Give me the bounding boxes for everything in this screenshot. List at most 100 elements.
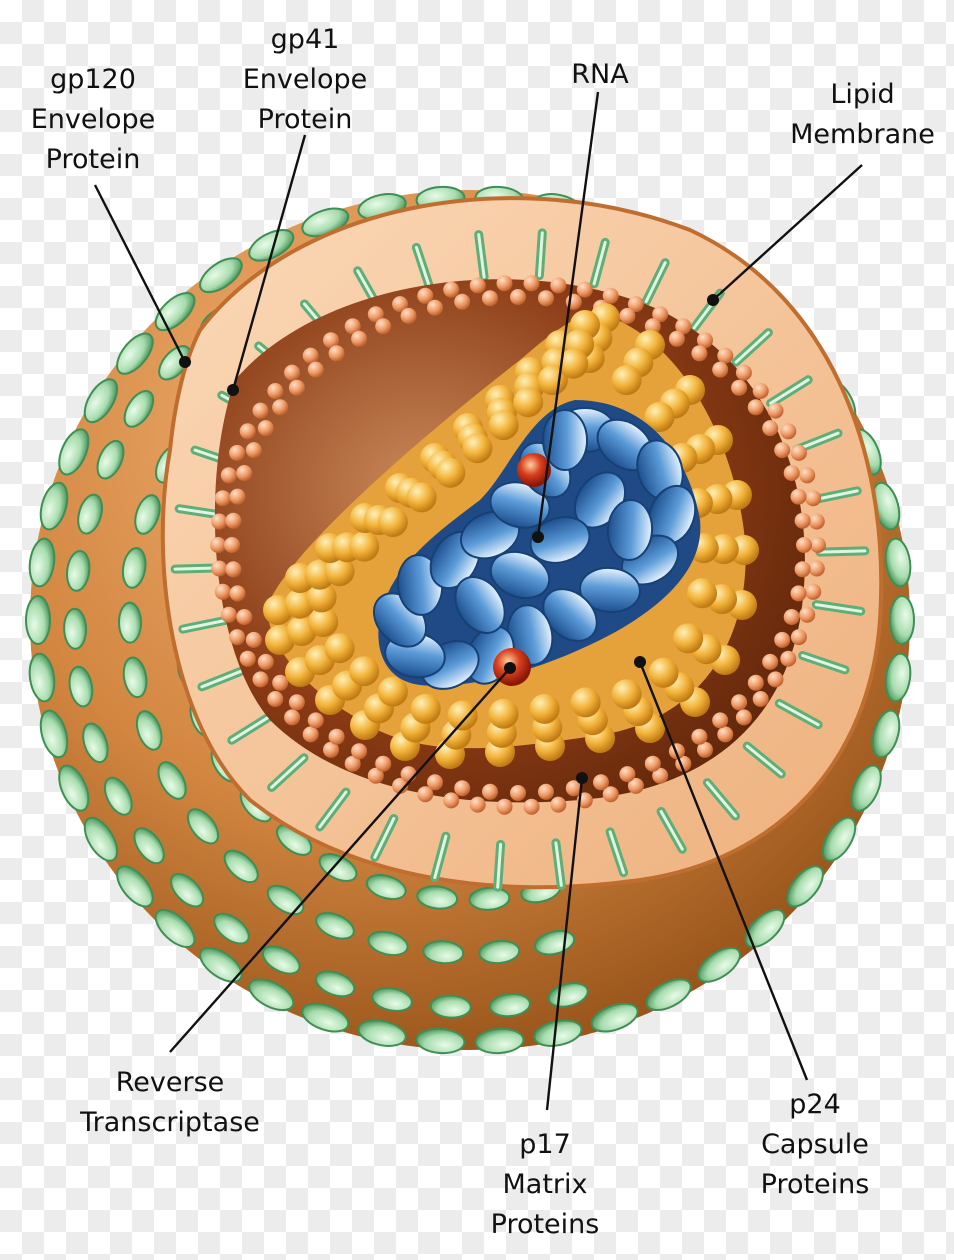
capsid-bead <box>687 578 717 608</box>
matrix-bead <box>224 537 240 553</box>
matrix-bead <box>303 726 319 742</box>
matrix-bead <box>246 442 262 458</box>
capsid-bead <box>411 694 441 724</box>
label-lipid-line2: Membrane <box>775 115 950 155</box>
matrix-bead <box>791 489 807 505</box>
matrix-bead <box>351 331 367 347</box>
label-p17-line2: Matrix <box>475 1165 615 1205</box>
matrix-bead <box>791 585 807 601</box>
matrix-bead <box>401 766 417 782</box>
label-p17-matrix: p17 Matrix Proteins <box>475 1125 615 1245</box>
label-p24-line1: p24 <box>740 1085 890 1125</box>
matrix-bead <box>427 774 443 790</box>
gp120-knob <box>26 596 50 644</box>
label-gp41-line2: Envelope <box>230 60 380 100</box>
matrix-bead <box>795 513 811 529</box>
capsid-bead <box>462 433 492 463</box>
matrix-bead <box>593 774 609 790</box>
matrix-bead <box>795 561 811 577</box>
matrix-bead <box>229 445 245 461</box>
matrix-bead <box>427 300 443 316</box>
matrix-bead <box>443 282 459 298</box>
matrix-bead <box>550 277 566 293</box>
capsid-bead <box>612 365 642 395</box>
label-lipid-membrane: Lipid Membrane <box>775 75 950 155</box>
gp120-knob <box>890 596 914 644</box>
capsid-bead <box>513 387 543 417</box>
matrix-bead <box>736 709 752 725</box>
matrix-bead <box>780 423 796 439</box>
matrix-bead <box>791 445 807 461</box>
matrix-bead <box>454 294 470 310</box>
leader-dot-rna <box>532 531 544 543</box>
matrix-bead <box>510 785 526 801</box>
matrix-bead <box>619 308 635 324</box>
matrix-bead <box>225 561 241 577</box>
matrix-bead <box>289 694 305 710</box>
matrix-bead <box>246 632 262 648</box>
matrix-bead <box>284 709 300 725</box>
gp41-stem-highlight <box>820 551 865 552</box>
matrix-bead <box>253 671 269 687</box>
matrix-bead <box>691 345 707 361</box>
label-lipid-line1: Lipid <box>775 75 950 115</box>
capsid-bead <box>649 658 679 688</box>
capsid-bead <box>530 694 560 724</box>
matrix-bead <box>717 726 733 742</box>
matrix-bead <box>215 490 231 506</box>
matrix-bead <box>375 756 391 772</box>
matrix-bead <box>303 348 319 364</box>
matrix-bead <box>470 277 486 293</box>
capsid-bead <box>378 507 408 537</box>
matrix-bead <box>774 442 790 458</box>
label-gp120-line2: Envelope <box>18 100 168 140</box>
matrix-bead <box>768 403 784 419</box>
label-rna-line1: RNA <box>550 55 650 95</box>
matrix-bead <box>717 348 733 364</box>
matrix-bead <box>550 797 566 813</box>
matrix-bead <box>538 784 554 800</box>
leader-dot-lipid <box>707 294 719 306</box>
matrix-bead <box>524 799 540 815</box>
matrix-bead <box>240 423 256 439</box>
matrix-bead <box>253 403 269 419</box>
label-reverse-transcriptase: Reverse Transcriptase <box>55 1063 285 1143</box>
matrix-bead <box>215 584 231 600</box>
matrix-bead <box>329 729 345 745</box>
label-gp120: gp120 Envelope Protein <box>18 60 168 180</box>
matrix-bead <box>799 607 815 623</box>
capsid-bead <box>612 679 642 709</box>
matrix-bead <box>691 729 707 745</box>
matrix-bead <box>731 694 747 710</box>
matrix-bead <box>619 766 635 782</box>
matrix-bead <box>645 756 661 772</box>
matrix-bead <box>577 282 593 298</box>
label-reverse-line2: Transcriptase <box>55 1103 285 1143</box>
matrix-bead <box>753 691 769 707</box>
matrix-bead <box>809 561 825 577</box>
matrix-bead <box>211 514 227 530</box>
matrix-bead <box>482 290 498 306</box>
capsid-bead <box>349 532 379 562</box>
matrix-bead <box>524 275 540 291</box>
label-gp41: gp41 Envelope Protein <box>230 20 380 140</box>
matrix-bead <box>753 383 769 399</box>
matrix-bead <box>810 537 826 553</box>
matrix-bead <box>538 290 554 306</box>
matrix-bead <box>784 465 800 481</box>
capsid-bead <box>489 699 519 729</box>
capsid-bead <box>673 623 703 653</box>
matrix-bead <box>470 797 486 813</box>
matrix-bead <box>768 671 784 687</box>
matrix-bead <box>375 318 391 334</box>
label-gp41-line3: Protein <box>230 100 380 140</box>
matrix-bead <box>443 792 459 808</box>
capsid-bead <box>571 687 601 717</box>
matrix-bead <box>805 490 821 506</box>
matrix-bead <box>289 380 305 396</box>
matrix-bead <box>258 420 274 436</box>
matrix-bead <box>210 537 226 553</box>
matrix-bead <box>454 780 470 796</box>
label-gp41-line1: gp41 <box>230 20 380 60</box>
matrix-bead <box>229 629 245 645</box>
